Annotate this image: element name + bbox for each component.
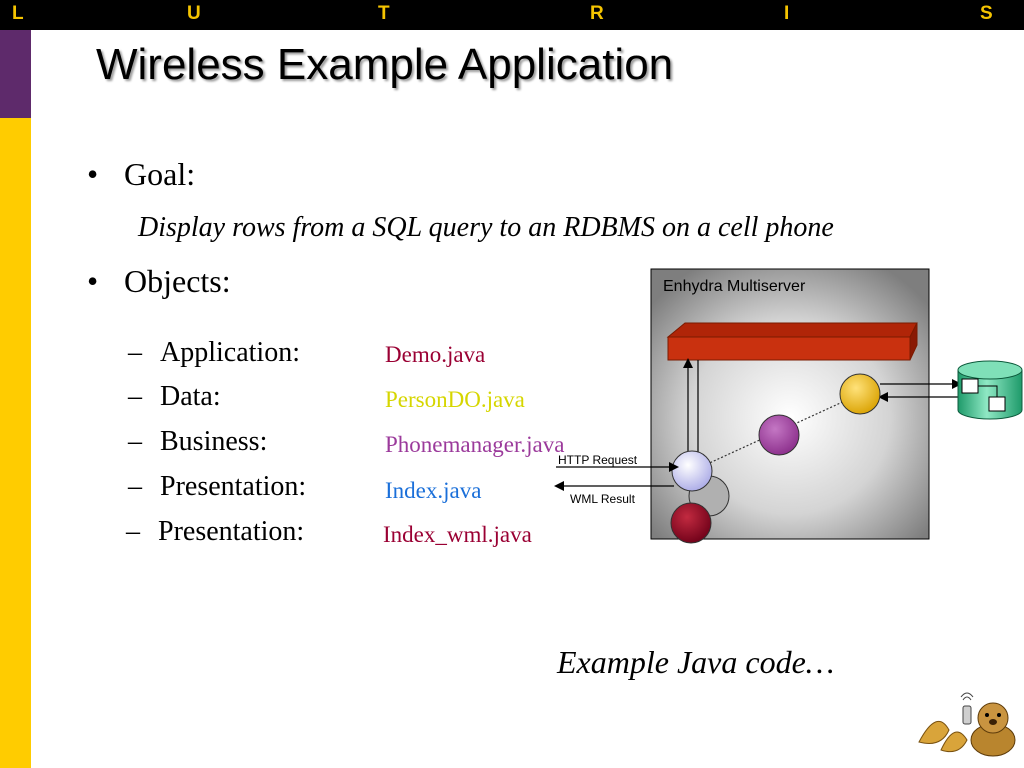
- object-label: Application:: [160, 337, 300, 368]
- object-item-data: –Data:: [128, 381, 221, 412]
- application-layer-node: [670, 502, 712, 544]
- object-item-application: –Application:: [128, 337, 300, 368]
- http-request-arrow-head: [669, 462, 679, 472]
- objects-bullet: • Objects:: [87, 263, 231, 300]
- banner-letter-r: R: [590, 3, 604, 24]
- arrow-up-head: [683, 358, 693, 368]
- business-layer-node: [758, 414, 800, 456]
- object-label: Business:: [160, 426, 268, 457]
- object-value-demo: Demo.java: [385, 342, 486, 367]
- wml-result-label: WML Result: [570, 492, 636, 506]
- presentation-layer-node: [671, 450, 713, 492]
- object-label: Presentation:: [160, 471, 307, 502]
- object-label: Data:: [160, 381, 221, 412]
- object-value-index: Index.java: [385, 478, 482, 503]
- object-item-presentation-wml: –Presentation:: [126, 516, 305, 547]
- left-accent-bar-gold: [0, 118, 31, 768]
- object-label: Presentation:: [158, 516, 305, 547]
- bullet-dot: •: [87, 156, 99, 192]
- db-arrow-back-head: [878, 392, 888, 402]
- slide-title: Wireless Example Application: [96, 40, 674, 89]
- top-banner: L U T R I S: [0, 0, 1024, 30]
- object-item-presentation: –Presentation:: [128, 471, 307, 502]
- architecture-diagram: Enhydra Multiserver HTTP Request WML Res…: [554, 268, 1023, 544]
- db-arrow-head: [952, 379, 962, 389]
- object-item-business: –Business:: [128, 426, 268, 457]
- example-code-text: Example Java code…: [557, 644, 835, 680]
- banner-letter-u: U: [187, 3, 201, 24]
- left-accent-bar-purple: [0, 30, 31, 118]
- banner-letter-s: S: [980, 3, 993, 24]
- object-value-persondo: PersonDO.java: [385, 387, 525, 412]
- goal-label: Goal:: [124, 156, 196, 192]
- goal-bullet: • Goal:: [87, 156, 196, 193]
- banner-letter-t: T: [378, 3, 390, 24]
- server-bar-side: [909, 322, 918, 361]
- banner-letter-i: I: [784, 3, 790, 24]
- multiserver-label: Enhydra Multiserver: [663, 278, 806, 295]
- object-value-phonemanager: Phonemanager.java: [385, 432, 565, 457]
- server-bar-top: [666, 322, 918, 338]
- data-layer-node: [839, 373, 881, 415]
- objects-label: Objects:: [124, 263, 231, 299]
- otter-mascot-icon: [918, 692, 1016, 757]
- object-value-index-wml: Index_wml.java: [383, 522, 532, 547]
- database-icon: [957, 360, 1023, 420]
- goal-text: Display rows from a SQL query to an RDBM…: [138, 212, 834, 243]
- banner-letter-l: L: [12, 3, 24, 24]
- http-request-label: HTTP Request: [558, 453, 638, 467]
- server-bar-front: [667, 336, 911, 361]
- wml-result-arrow-head: [554, 481, 564, 491]
- bullet-dot: •: [87, 263, 99, 299]
